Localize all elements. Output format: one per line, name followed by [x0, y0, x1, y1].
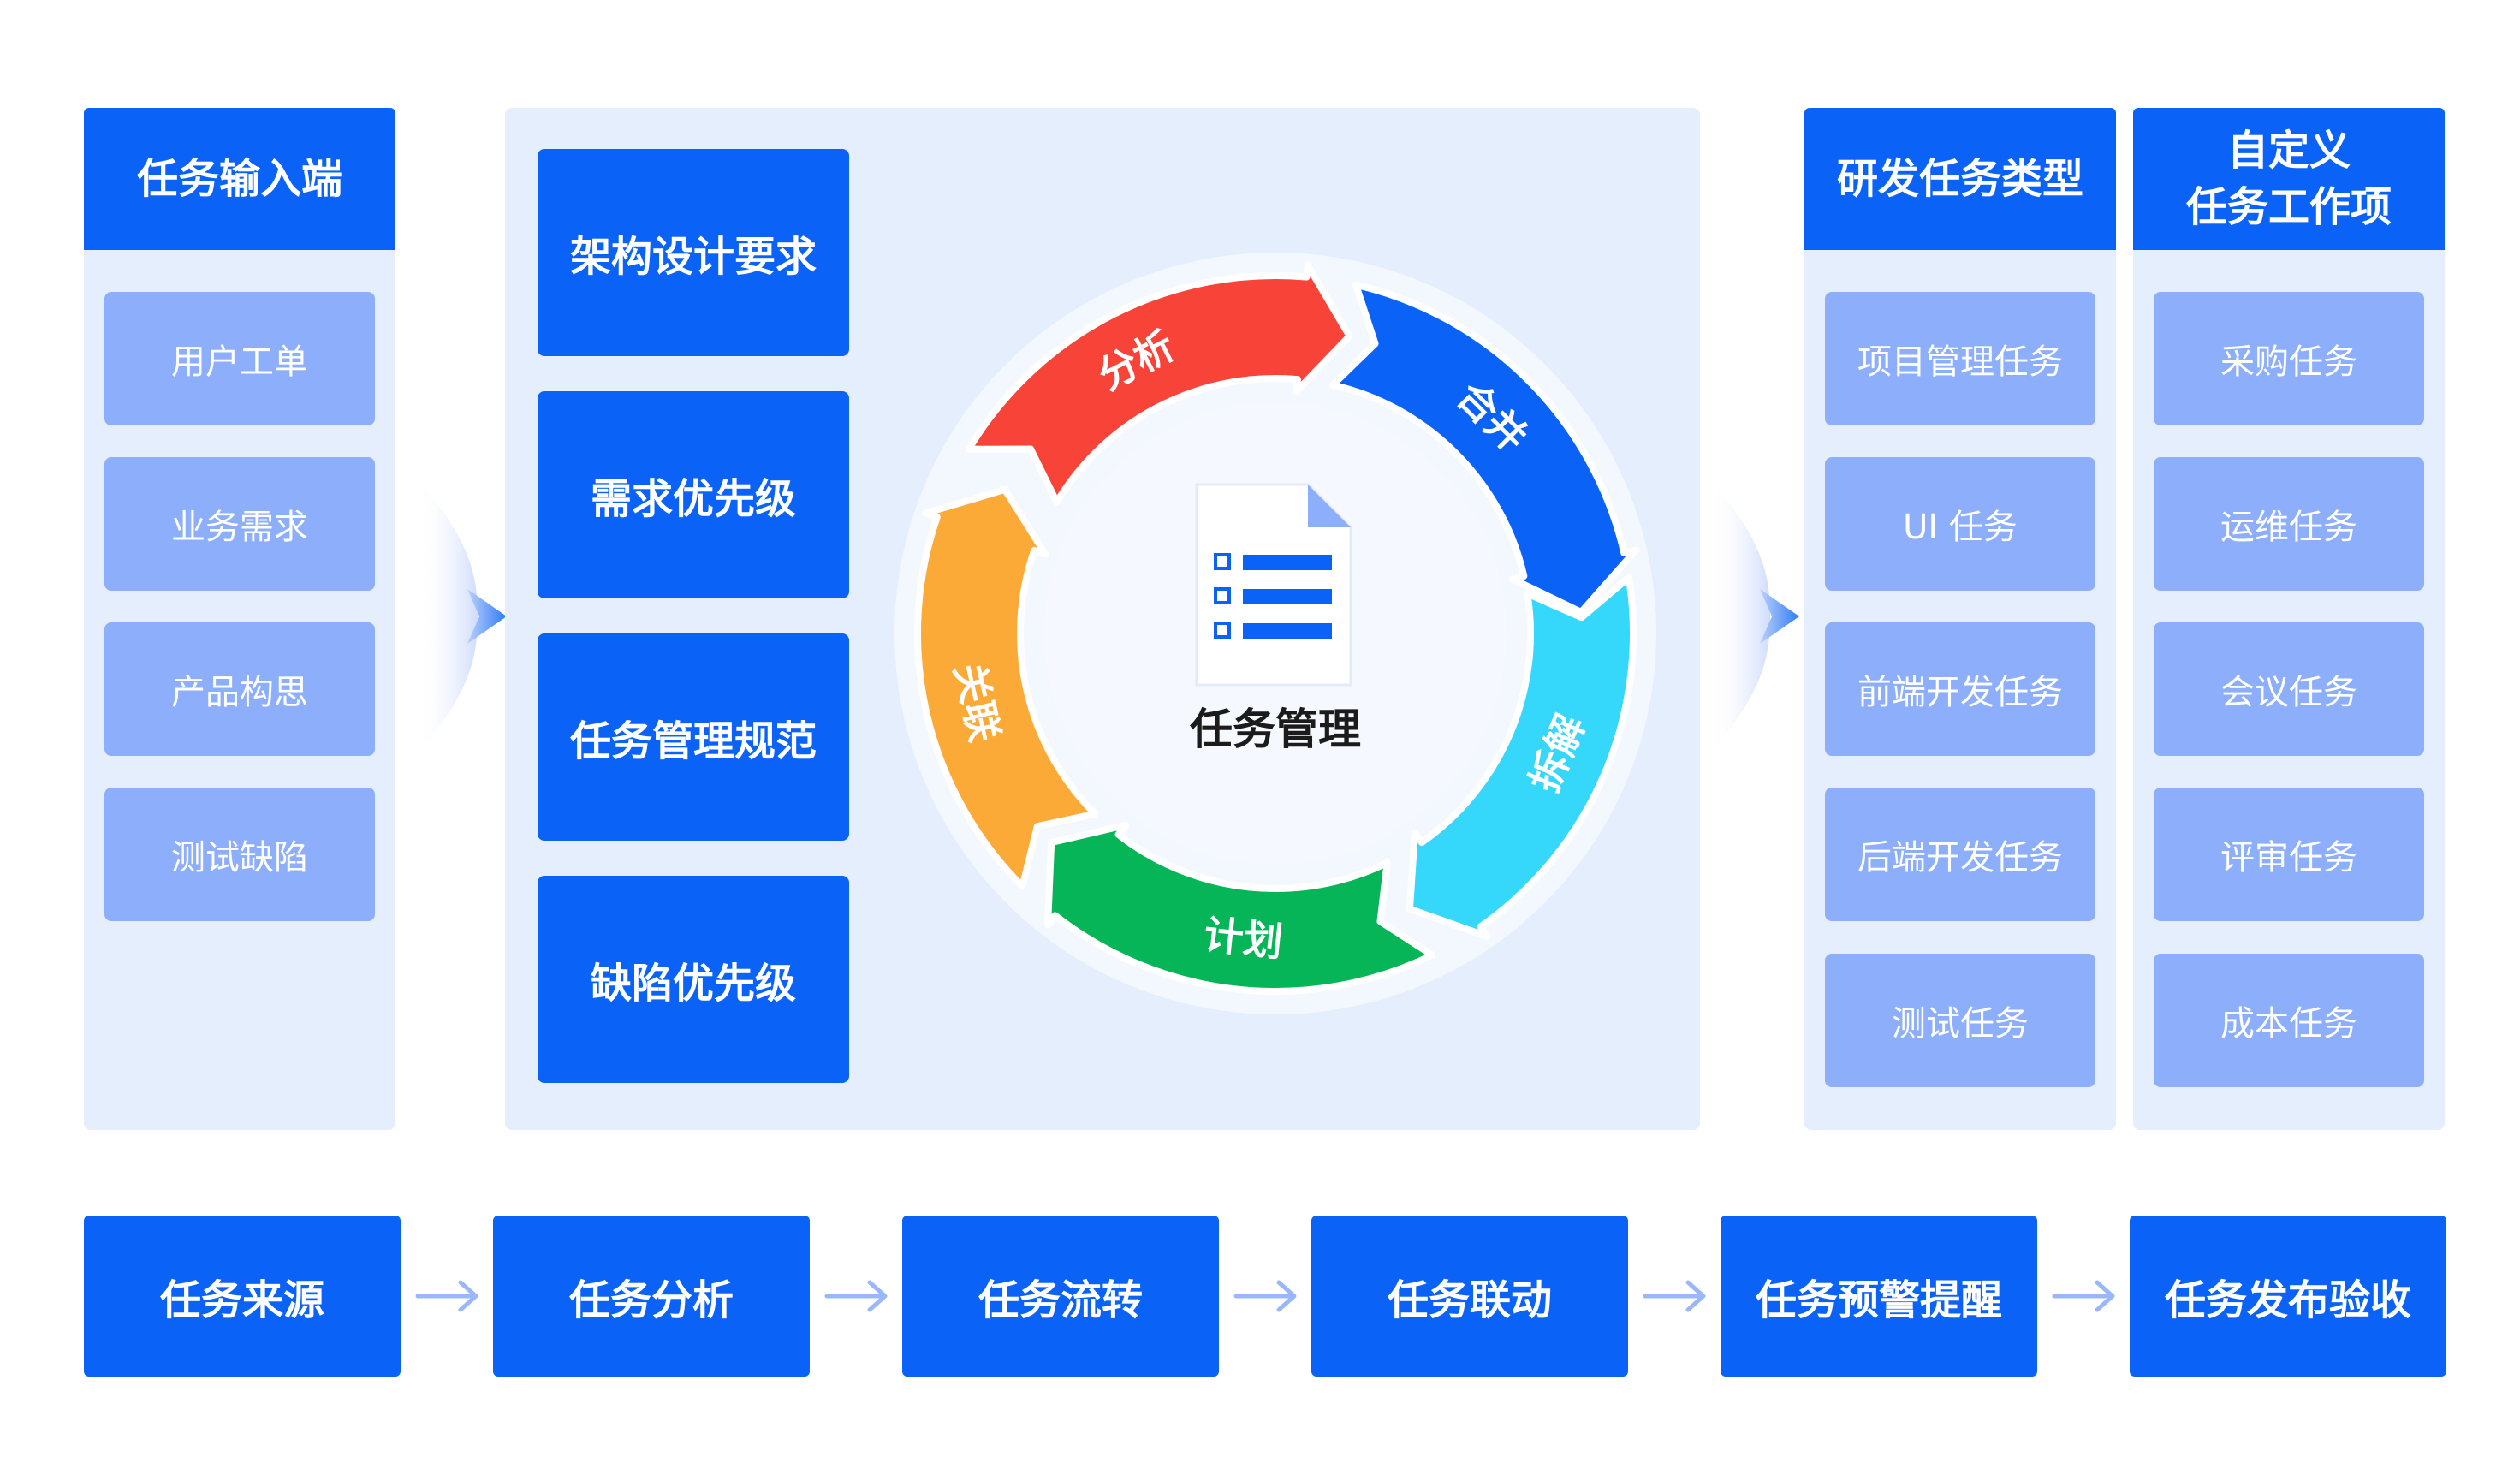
- dev-task-types-title: 研发任务类型: [1804, 108, 2116, 250]
- dev-task-item: 项目管理任务: [1825, 292, 2095, 425]
- input-item: 用户工单: [104, 292, 375, 425]
- input-item: 业务需求: [104, 457, 375, 591]
- flow-step: 任务流转: [902, 1216, 1219, 1377]
- flow-step: 任务来源: [84, 1216, 401, 1377]
- flow-arrow-icon: [1233, 1280, 1297, 1312]
- flow-arrow-icon: [2052, 1280, 2115, 1312]
- custom-title-line2: 任务工作项: [2185, 183, 2392, 231]
- requirement-box: 架构设计要求: [538, 149, 849, 356]
- input-item: 产品构思: [104, 622, 375, 756]
- input-panel: [84, 108, 395, 1130]
- flow-step: 任务分析: [493, 1216, 810, 1377]
- flow-arrow-icon: [1643, 1280, 1706, 1312]
- flow-arrow-icon: [415, 1280, 478, 1312]
- dev-task-item: 测试任务: [1825, 954, 2095, 1087]
- requirement-box: 任务管理规范: [538, 633, 849, 841]
- flow-arrow-icon: [824, 1280, 888, 1312]
- flow-step: 任务预警提醒: [1721, 1216, 2037, 1377]
- custom-task-item: 采购任务: [2154, 292, 2424, 425]
- input-panel-title: 任务输入端: [84, 108, 395, 250]
- cycle-center-label: 任务管理: [1190, 705, 1361, 754]
- flow-step: 任务联动: [1311, 1216, 1628, 1377]
- requirement-box: 需求优先级: [538, 391, 849, 598]
- requirement-box: 缺陷优先级: [538, 876, 849, 1083]
- dev-task-item: 后端开发任务: [1825, 788, 2095, 921]
- custom-task-item: 成本任务: [2154, 954, 2424, 1087]
- custom-task-items-title: 自定义 任务工作项: [2133, 108, 2445, 250]
- custom-title-line1: 自定义: [2226, 127, 2351, 175]
- input-item: 测试缺陷: [104, 788, 375, 921]
- custom-task-item: 评审任务: [2154, 788, 2424, 921]
- right-arrow-icon: [418, 479, 507, 753]
- dev-task-item: 前端开发任务: [1825, 622, 2095, 756]
- flow-step: 任务发布验收: [2130, 1216, 2446, 1377]
- custom-task-item: 运维任务: [2154, 457, 2424, 591]
- dev-task-item: UI 任务: [1825, 457, 2095, 591]
- custom-task-item: 会议任务: [2154, 622, 2424, 756]
- right-arrow-icon: [1710, 479, 1799, 753]
